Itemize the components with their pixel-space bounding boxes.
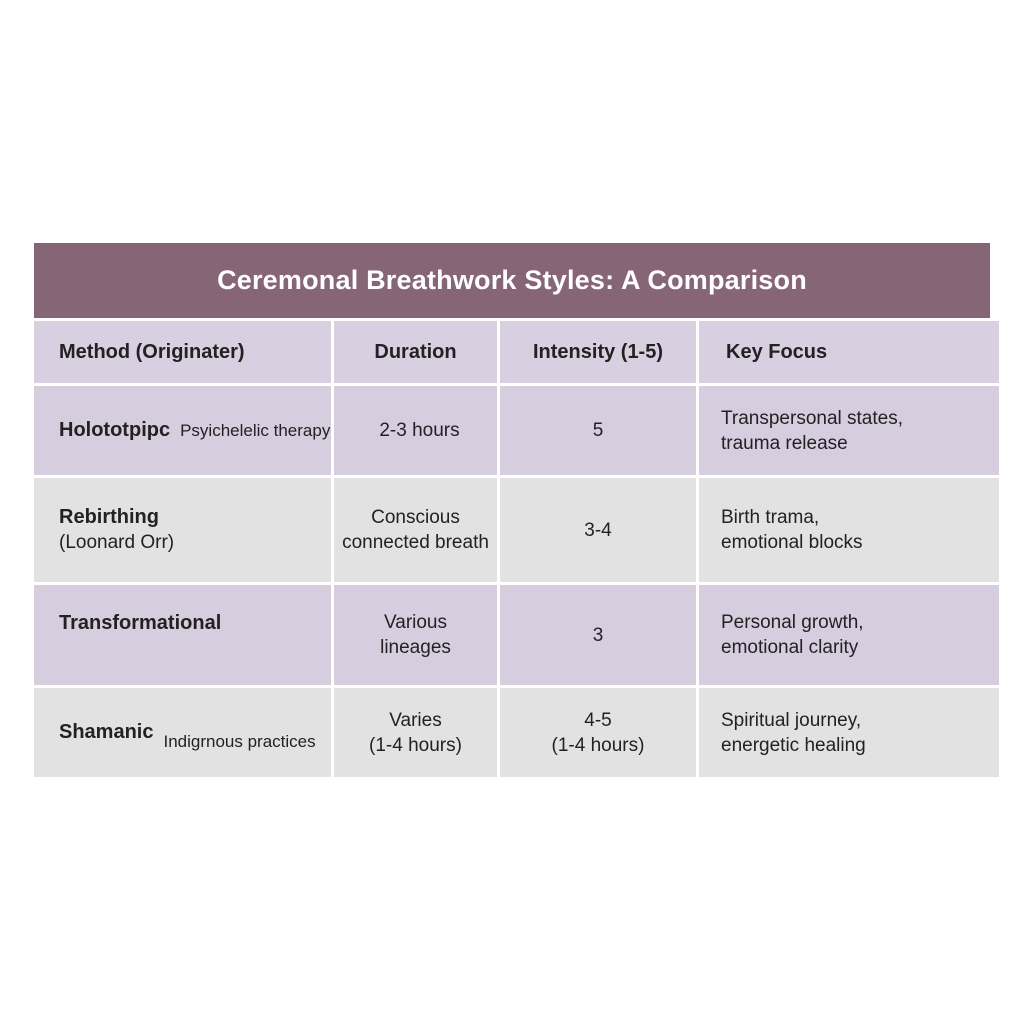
intensity-cell: 5 [500, 386, 696, 475]
duration-cell: Varies (1-4 hours) [334, 688, 497, 777]
table-row-method: Transformational [34, 585, 331, 685]
duration-text: (1-4 hours) [369, 734, 462, 756]
key-focus-line: energetic healing [721, 734, 866, 756]
method-origin: Psyichelelic therapy [180, 421, 331, 440]
key-focus-cell: Personal growth, emotional clarity [699, 585, 999, 685]
intensity-cell: 3 [500, 585, 696, 685]
intensity-cell: 3-4 [500, 478, 696, 582]
duration-text: Various [383, 612, 447, 633]
key-focus-line: Personal growth, [721, 612, 864, 633]
header-key-focus: Key Focus [699, 321, 999, 383]
duration-text: Conscious [371, 507, 460, 528]
intensity-value: 3 [592, 624, 604, 646]
intensity-value: 5 [592, 420, 604, 441]
header-intensity: Intensity (1-5) [500, 321, 696, 383]
header-method: Method (Originater) [34, 321, 331, 383]
duration-cell: 2-3 hours [334, 386, 497, 475]
intensity-value: (1-4 hours) [551, 734, 645, 756]
header-duration: Duration [334, 321, 497, 383]
key-focus-cell: Spiritual journey, energetic healing [699, 688, 999, 777]
duration-cell: Conscious connected breath [334, 478, 497, 582]
key-focus-cell: Birth trama, emotional blocks [699, 478, 999, 582]
duration-text: Varies [389, 709, 442, 731]
intensity-cell: 4-5 (1-4 hours) [500, 688, 696, 777]
duration-text: lineages [380, 637, 451, 658]
table-row-method: Rebirthing (Loonard Orr) [34, 478, 331, 582]
table-row-method: Shamanic Indigrnous practices [34, 688, 331, 777]
method-name: Shamanic [59, 721, 154, 743]
key-focus-line: Transpersonal states, [721, 407, 903, 429]
key-focus-line: emotional blocks [721, 532, 863, 553]
duration-text: 2-3 hours [379, 420, 460, 441]
method-name: Rebirthing [59, 506, 159, 528]
table-title: Ceremonal Breathwork Styles: A Compariso… [34, 243, 990, 318]
comparison-table: Ceremonal Breathwork Styles: A Compariso… [34, 243, 999, 777]
intensity-value: 3-4 [584, 519, 612, 541]
intensity-value: 4-5 [584, 709, 612, 731]
key-focus-line: Spiritual journey, [721, 709, 862, 731]
key-focus-line: Birth trama, [721, 507, 820, 528]
key-focus-line: emotional clarity [721, 637, 859, 658]
duration-text: connected breath [342, 532, 489, 553]
method-name: Holototpipc [59, 419, 171, 441]
table-row-method: Holototpipc Psyichelelic therapy [34, 386, 331, 475]
duration-cell: Various lineages [334, 585, 497, 685]
key-focus-cell: Transpersonal states, trauma release [699, 386, 999, 475]
method-origin: (Loonard Orr) [59, 532, 175, 553]
key-focus-line: trauma release [721, 432, 848, 454]
method-name: Transformational [59, 612, 222, 634]
method-origin: Indigrnous practices [163, 732, 316, 751]
table-grid: Method (Originater) Duration Intensity (… [34, 318, 999, 777]
